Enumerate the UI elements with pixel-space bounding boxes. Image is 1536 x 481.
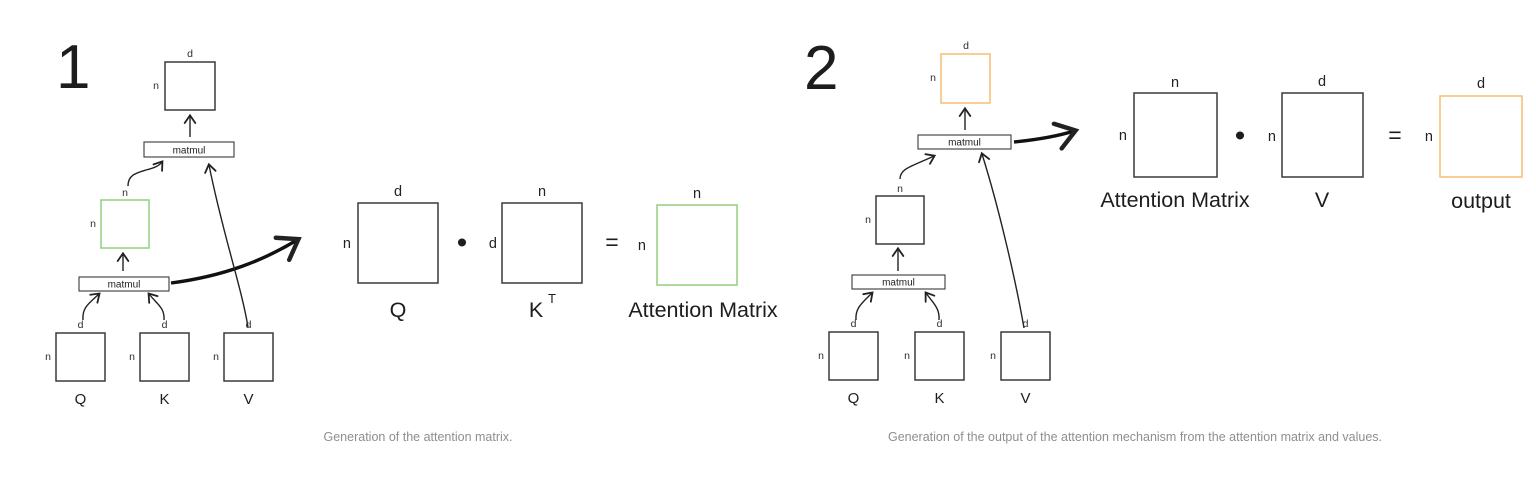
- p1-arrow-q-to-matmul: [82, 292, 101, 321]
- panel-1-number: 1: [56, 33, 90, 102]
- p1-k-dim-top: d: [162, 319, 168, 331]
- p1-result-dim-top: d: [187, 48, 193, 60]
- p2eq-v-matrix: [1281, 92, 1364, 178]
- p1eq-dot-operator: •: [457, 227, 468, 260]
- panel-2-equation: n n Attention Matrix • n d V = n d outpu…: [1100, 74, 1523, 213]
- p1-matmul-lower-box: [78, 276, 170, 292]
- p1-arrow-k-to-matmul: [147, 292, 165, 321]
- p1-k-label: K: [159, 391, 169, 408]
- p2eq-output-matrix: [1439, 95, 1523, 178]
- p1-q-label: Q: [75, 391, 87, 408]
- p1-k-dim-left: n: [129, 351, 135, 363]
- p2-output-dim-top: d: [963, 40, 969, 52]
- p1eq-q-matrix: [357, 202, 439, 284]
- p1-matmul-upper-box: [143, 141, 235, 158]
- p1eq-equals-sign: =: [605, 229, 618, 255]
- p1eq-q-label: Q: [390, 298, 407, 322]
- p2-attention-dim-left: n: [865, 214, 871, 226]
- p1-v-matrix: [223, 332, 274, 382]
- p2-matmul-lower-box: [851, 274, 946, 290]
- p1-k-matrix: [139, 332, 190, 382]
- p2eq-output-dim-top: d: [1477, 76, 1485, 92]
- p1eq-kt-dim-top: n: [538, 184, 546, 200]
- p2-q-dim-left: n: [818, 350, 824, 362]
- p2eq-attention-matrix: [1133, 92, 1218, 178]
- p2eq-attention-dim-left: n: [1119, 128, 1127, 144]
- p2eq-v-dim-top: d: [1318, 74, 1326, 90]
- panel-1-caption: Generation of the attention matrix.: [324, 430, 513, 444]
- p1-attention-matrix: [100, 199, 150, 249]
- p1eq-q-dim-top: d: [394, 184, 402, 200]
- p1-matmul-upper-label: matmul: [173, 146, 206, 157]
- p2eq-dot-operator: •: [1235, 120, 1246, 153]
- p1-q-dim-left: n: [45, 351, 51, 363]
- p1eq-q-dim-left: n: [343, 236, 351, 252]
- panel-1-flow: 1 d n matmul n n matmul d n Q d n K: [45, 33, 302, 408]
- p2-attention-dim-top: n: [897, 183, 903, 195]
- p1eq-attention-matrix: [656, 204, 738, 286]
- p2-matmul-upper-label: matmul: [948, 138, 981, 149]
- p1-arrow-attention-to-matmul: [127, 160, 164, 187]
- panel-2-number: 2: [804, 34, 838, 103]
- panel-2-flow: 2 d n matmul n n matmul d n Q d n K d: [804, 34, 1080, 407]
- p2-attention-matrix: [875, 195, 925, 245]
- p1-matmul-lower-label: matmul: [108, 280, 141, 291]
- p2-k-label: K: [934, 390, 944, 407]
- p2eq-attention-label: Attention Matrix: [1100, 188, 1250, 212]
- p1-result-dim-left: n: [153, 80, 159, 92]
- p1-thick-arrow-to-equation: [170, 235, 302, 285]
- p2-thick-arrow-to-equation: [1013, 121, 1080, 151]
- p1-q-matrix: [55, 332, 106, 382]
- p1eq-result-label: Attention Matrix: [628, 298, 778, 322]
- p2-q-matrix: [828, 331, 879, 381]
- p1-v-dim-top: d: [246, 319, 252, 331]
- p2-v-matrix: [1000, 331, 1051, 381]
- p2-curve-v-to-matmul: [978, 151, 1025, 329]
- p2eq-output-dim-left: n: [1425, 129, 1433, 145]
- p2eq-output-label: output: [1451, 189, 1511, 213]
- p2-k-dim-left: n: [904, 350, 910, 362]
- p2eq-attention-dim-top: n: [1171, 75, 1179, 91]
- p1eq-kt-dim-left: d: [489, 236, 497, 252]
- p1eq-kt-superscript: T: [548, 291, 556, 306]
- p2-k-dim-top: d: [937, 318, 943, 330]
- p2-arrow-k-to-matmul: [924, 291, 940, 321]
- p2-k-matrix: [914, 331, 965, 381]
- p1-v-label: V: [243, 391, 253, 408]
- p1-result-matrix: [164, 61, 216, 111]
- p1-attention-dim-left: n: [90, 218, 96, 230]
- p1-v-dim-left: n: [213, 351, 219, 363]
- p2-arrow-q-to-matmul: [855, 291, 874, 321]
- p2-v-label: V: [1020, 390, 1030, 407]
- p2-v-dim-left: n: [990, 350, 996, 362]
- p2-matmul-lower-label: matmul: [882, 278, 915, 289]
- p1-q-dim-top: d: [78, 319, 84, 331]
- p1eq-result-dim-left: n: [638, 238, 646, 254]
- p2-output-matrix: [940, 53, 991, 104]
- p2eq-v-label: V: [1315, 188, 1330, 212]
- p2-arrow-attention-to-matmul: [899, 153, 937, 180]
- p1eq-kt-matrix: [501, 202, 583, 284]
- p2-matmul-upper-box: [917, 134, 1012, 150]
- p2-v-dim-top: d: [1023, 318, 1029, 330]
- p2-q-label: Q: [848, 390, 860, 407]
- p2eq-v-dim-left: n: [1268, 129, 1276, 145]
- p2-q-dim-top: d: [851, 318, 857, 330]
- p1eq-kt-label: K: [529, 298, 544, 322]
- p2eq-equals-sign: =: [1388, 122, 1401, 148]
- p2-output-dim-left: n: [930, 72, 936, 84]
- p1-curve-v-to-matmul: [204, 162, 249, 328]
- panel-2-caption: Generation of the output of the attentio…: [888, 430, 1382, 444]
- p1-attention-dim-top: n: [122, 187, 128, 199]
- panel-1-equation: d n Q • d n K T = n n Attention Matrix: [343, 184, 778, 322]
- p1eq-result-dim-top: n: [693, 186, 701, 202]
